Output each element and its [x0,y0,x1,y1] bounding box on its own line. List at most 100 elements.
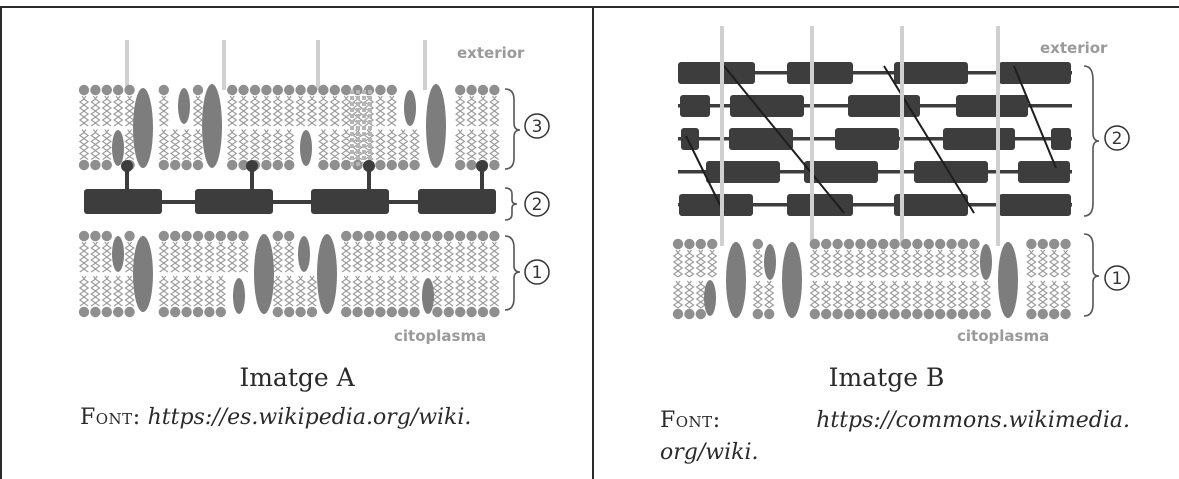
membrane-protein [112,236,124,272]
channel-dot [368,96,372,100]
lipid-tail [459,129,466,160]
lipid [489,84,500,171]
lipid-tail [855,280,862,309]
channel-dot [350,156,354,160]
lipid-tail [470,241,477,273]
lipid [809,238,820,320]
lipid-tail [276,275,283,307]
channel-dot [350,162,354,166]
lipid-head [78,84,90,96]
source-link[interactable]: https://commons.wikimedia. [816,408,1130,433]
actin-block [195,189,273,214]
lipid-head [980,308,991,320]
actin-block [1051,128,1071,150]
lipid-head [352,230,363,242]
lipid-tail [105,241,112,273]
lipid-head [466,230,477,242]
lipid-head [489,230,500,242]
link-bar [272,200,312,204]
lipid-head [329,84,340,96]
actin-block [706,161,780,183]
lipid-tail [310,95,318,127]
lipid-tail [493,241,500,273]
channel-dot [356,150,360,154]
anchor-stem [480,168,484,190]
lipid-tail [367,275,375,307]
lipid-tail [832,249,839,278]
lipid-tail [436,241,443,273]
anchor-node [363,160,375,172]
channel-dot [356,126,360,130]
lipid-tail [939,280,946,309]
lipid-tail [242,129,249,160]
source-link-continuation[interactable]: org/wiki. [660,440,759,465]
lipid [969,238,980,320]
lipid-tail [859,249,866,278]
lipid [215,230,226,318]
lipid-tail [752,249,759,278]
channel-dot [362,114,366,118]
actin-block [894,62,968,84]
membrane-protein [298,236,310,272]
lipid-head [957,308,969,320]
source-link[interactable]: https://es.wikipedia.org/wiki. [147,405,472,430]
bilayer-plasma [672,238,1071,320]
lipid-tail [684,249,691,278]
lipid-tail [843,249,851,278]
lipid-head [284,159,295,171]
lipid [192,84,204,171]
lipid-head [113,306,124,318]
lipid-tail [688,249,695,278]
lipid-tail [231,241,238,273]
lipid-tail [847,280,855,309]
lipid-tail [128,95,135,127]
lipid-tail [208,275,215,307]
lipid-tail [105,129,112,160]
lipid-tail [219,275,226,307]
actin-block [1018,161,1070,183]
lipid-head [821,308,832,320]
lipid-head [101,84,113,96]
lipid [957,238,969,320]
lipid [170,230,181,318]
lipid [238,84,249,171]
lipid [900,238,912,320]
lipid [113,275,124,318]
lipid [409,230,420,318]
channel-dot [368,156,372,160]
actin-block [311,189,389,214]
layer-number: 2 [532,195,543,215]
lipid-tail [756,249,763,278]
lipid-head [398,306,409,318]
lipid-tail [969,249,976,278]
lipid-tail [756,280,763,309]
lipid-tail [935,280,942,309]
lipid-tail [1060,249,1067,278]
lipid-head [238,84,249,96]
lipid [90,84,101,171]
channel-dot [356,132,360,136]
lipid-tail [859,280,866,309]
lipid-tail [695,280,702,309]
lipid-tail [413,241,420,273]
lipid-tail [162,129,169,160]
lipid [341,84,352,171]
actin-block [787,62,853,84]
lipid-head [420,230,432,242]
lipid [672,238,684,320]
lipid-head [90,230,101,242]
channel-dot [368,120,372,124]
table-divider [592,6,594,479]
glycan-stalks [720,26,1000,246]
lipid-tail [1049,280,1056,309]
lipid-tail [276,129,283,160]
lipid [227,84,238,171]
lipid-tail [162,275,169,307]
lipid-tail [322,129,329,160]
lipid [386,230,397,318]
lipid-tail [196,95,204,127]
membrane-protein [998,242,1018,318]
lipid-tail [174,129,181,160]
lipid-tail [174,275,181,307]
lipid-tail [310,275,318,307]
